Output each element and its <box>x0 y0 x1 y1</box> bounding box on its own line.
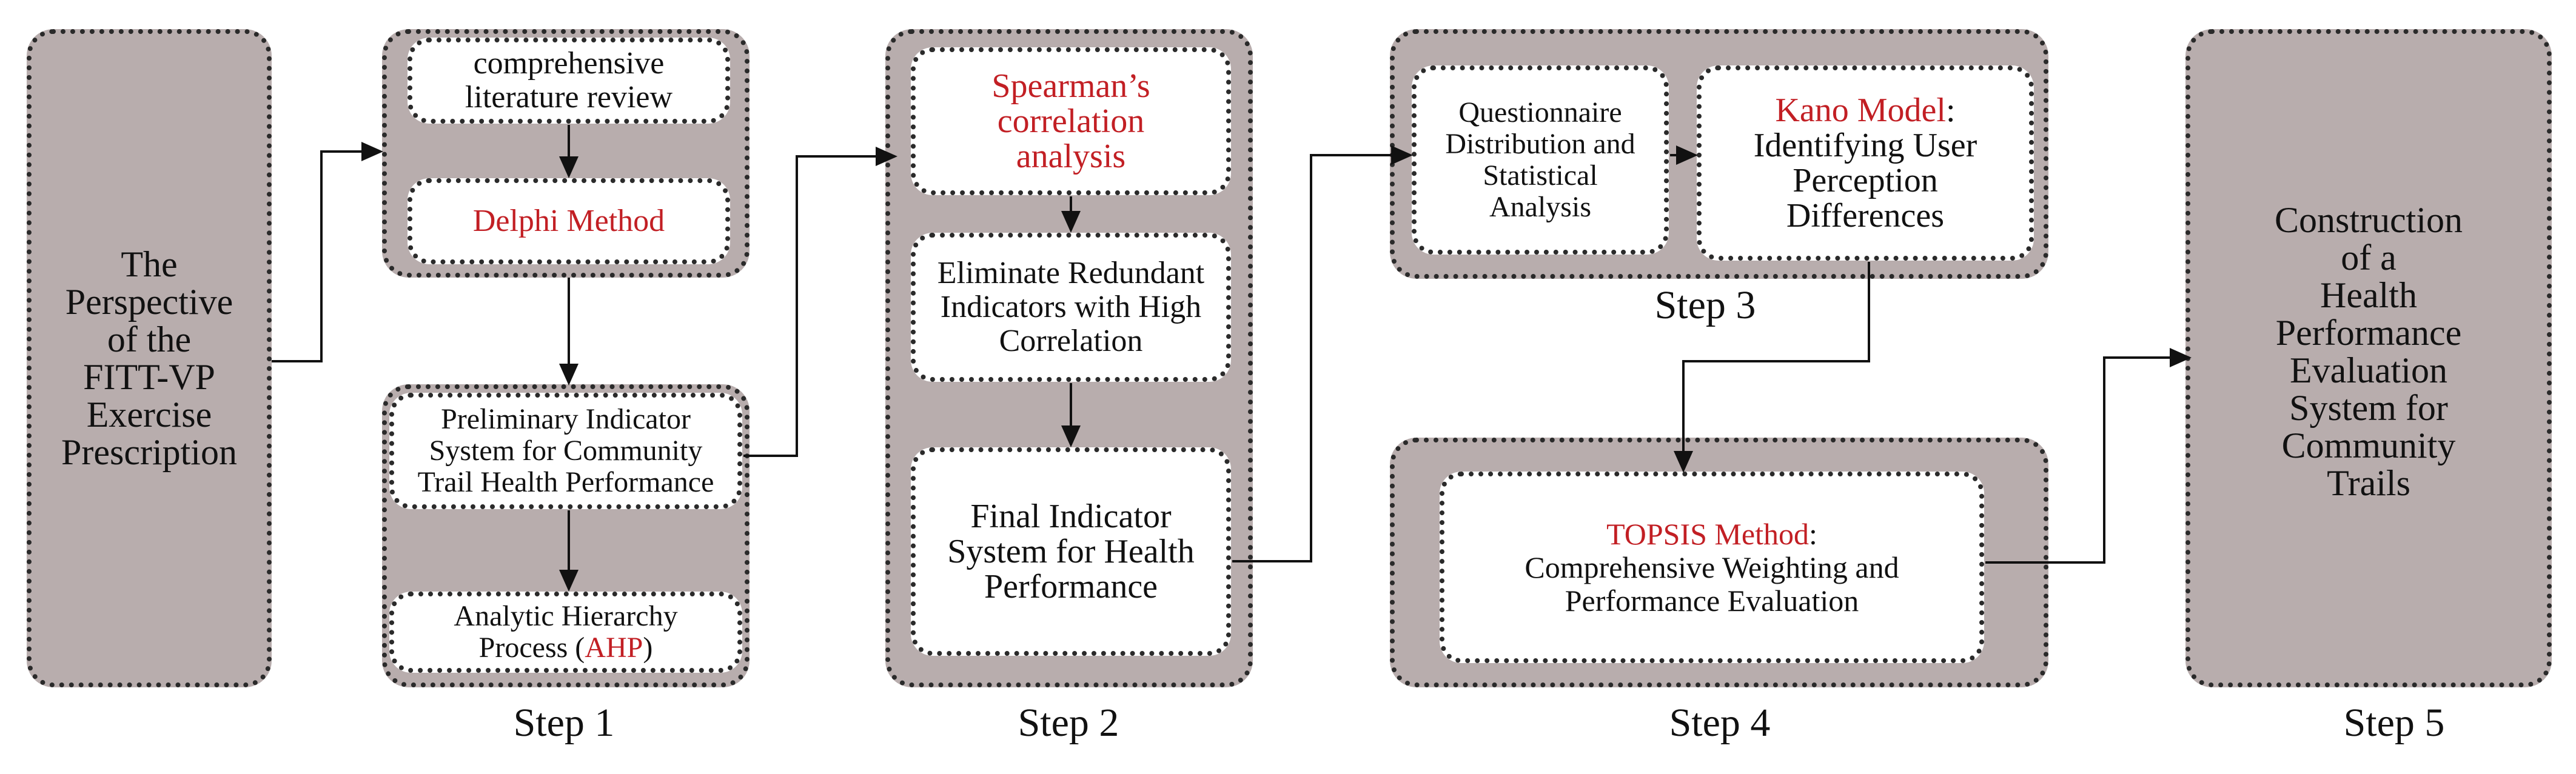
step4-label: Step 4 <box>1669 701 1771 745</box>
questionnaire-line-3: Statistical <box>1483 159 1598 192</box>
topsis-line-1: TOPSIS Method: <box>1524 516 1899 551</box>
step5-construction-text: Construction of a Health Performance Eva… <box>2185 29 2552 687</box>
fitt-line-3: of the <box>107 319 192 359</box>
step3-label: Step 3 <box>1654 283 1756 327</box>
topsis-line-2: Comprehensive Weighting and <box>1524 550 1899 584</box>
kano-model-box: Kano Model: Identifying User Perception … <box>1697 65 2034 261</box>
fitt-line-2: Perspective <box>65 282 233 322</box>
construction-line-2: of a <box>2341 238 2397 278</box>
kano-model-title: Kano Model <box>1775 92 1946 129</box>
fitt-line-4: FITT-VP <box>83 357 215 397</box>
step2-label: Step 2 <box>1018 701 1119 745</box>
arrow-fitt-to-step1 <box>272 142 383 362</box>
kano-line-3: Perception <box>1793 162 1938 199</box>
construction-line-8: Trails <box>2327 463 2410 503</box>
delphi-method-box: Delphi Method <box>408 178 730 264</box>
step1-label: Step 1 <box>513 701 615 745</box>
preliminary-indicator-box: Preliminary Indicator System for Communi… <box>389 393 742 509</box>
final-indicator-box: Final Indicator System for Health Perfor… <box>911 447 1231 656</box>
questionnaire-line-4: Analysis <box>1489 191 1591 223</box>
ahp-line-1: Analytic Hierarchy <box>454 600 678 632</box>
fitt-vp-perspective-text: The Perspective of the FITT-VP Exercise … <box>27 29 272 687</box>
fitt-line-1: The <box>121 244 178 284</box>
delphi-method-label: Delphi Method <box>472 204 665 238</box>
preliminary-line-2: System for Community <box>429 435 703 467</box>
literature-review-line-2: literature review <box>465 80 673 115</box>
arrow-final-to-questionnaire <box>1232 145 1413 562</box>
topsis-line-3: Performance Evaluation <box>1565 583 1859 618</box>
topsis-method-title: TOPSIS Method <box>1606 516 1809 551</box>
eliminate-line-1: Eliminate Redundant <box>937 256 1205 290</box>
literature-review-line-1: comprehensive <box>473 46 665 81</box>
construction-line-1: Construction <box>2275 200 2463 240</box>
fitt-line-5: Exercise <box>86 395 212 435</box>
ahp-abbrev: AHP <box>585 632 643 664</box>
panel-fitt-vp <box>27 29 272 687</box>
preliminary-line-1: Preliminary Indicator <box>441 403 691 435</box>
ahp-line-2: Process (AHP) <box>454 632 677 664</box>
spearman-line-3: analysis <box>1016 138 1126 175</box>
construction-line-5: Evaluation <box>2290 350 2447 390</box>
final-line-1: Final Indicator <box>970 498 1172 535</box>
construction-line-3: Health <box>2320 275 2417 315</box>
step5-label: Step 5 <box>2343 701 2445 745</box>
fitt-line-6: Prescription <box>61 432 237 472</box>
ahp-process-text: Process ( <box>478 632 585 664</box>
questionnaire-line-1: Questionnaire <box>1458 96 1622 128</box>
preliminary-line-3: Trail Health Performance <box>417 466 714 498</box>
spearman-line-2: correlation <box>997 102 1145 140</box>
eliminate-line-2: Indicators with High <box>940 290 1202 324</box>
topsis-box: TOPSIS Method: Comprehensive Weighting a… <box>1440 472 1984 663</box>
kano-colon: : <box>1945 92 1956 129</box>
questionnaire-box: Questionnaire Distribution and Statistic… <box>1412 65 1669 255</box>
eliminate-line-3: Correlation <box>999 324 1143 358</box>
construction-line-4: Performance <box>2275 313 2462 353</box>
arrow-prelim-to-spearman <box>743 147 897 457</box>
ahp-close-paren: ) <box>643 632 653 664</box>
kano-line-1: Kano Model: <box>1754 93 1977 128</box>
spearman-box: Spearman’s correlation analysis <box>911 47 1231 195</box>
ahp-box: Analytic Hierarchy Process (AHP) <box>389 592 742 673</box>
spearman-line-1: Spearman’s <box>991 67 1150 105</box>
kano-line-2: Identifying User <box>1753 127 1977 164</box>
construction-line-7: Community <box>2281 425 2456 465</box>
construction-line-6: System for <box>2289 388 2448 428</box>
kano-line-4: Differences <box>1786 197 1945 235</box>
eliminate-redundant-box: Eliminate Redundant Indicators with High… <box>911 233 1231 382</box>
questionnaire-line-2: Distribution and <box>1445 128 1635 160</box>
topsis-colon: : <box>1808 516 1817 551</box>
literature-review-box: comprehensive literature review <box>408 38 730 124</box>
final-line-2: System for Health <box>947 533 1195 570</box>
final-line-3: Performance <box>984 568 1158 606</box>
